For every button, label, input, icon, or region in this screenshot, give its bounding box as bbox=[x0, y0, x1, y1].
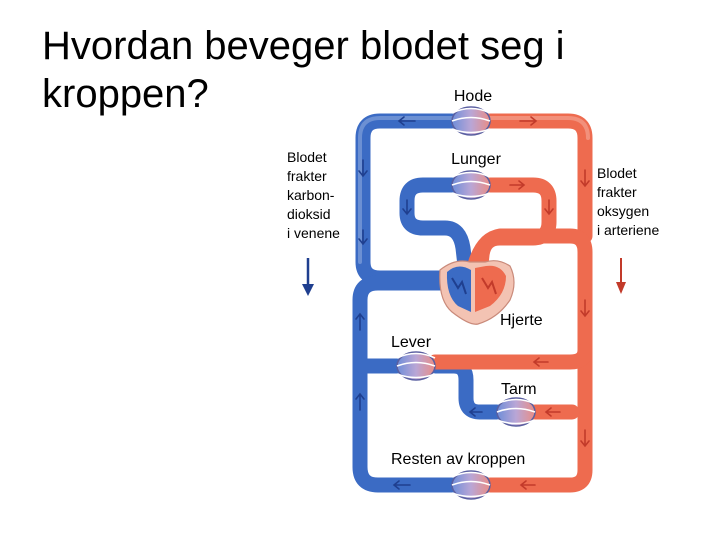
vein-lungs bbox=[399, 177, 476, 300]
heart bbox=[439, 260, 515, 325]
label-heart: Hjerte bbox=[500, 312, 543, 329]
vein-direction-arrow bbox=[302, 258, 314, 296]
capillary-rest-of-body bbox=[451, 470, 491, 500]
slide-title-line-2: kroppen? bbox=[42, 72, 209, 116]
left-note-line: karbon- bbox=[287, 187, 335, 203]
left-note-line: Blodet bbox=[287, 149, 327, 165]
label-head: Hode bbox=[454, 88, 492, 105]
capillary-liver bbox=[396, 351, 436, 381]
left-note-line: i venene bbox=[287, 225, 340, 241]
right-note-line: oksygen bbox=[597, 203, 649, 219]
slide-title: Hvordan beveger blodet seg i kroppen? bbox=[42, 22, 602, 118]
slide-title-line-1: Hvordan beveger blodet seg i bbox=[42, 24, 565, 68]
arteries bbox=[427, 113, 593, 493]
right-note-line: i arteriene bbox=[597, 222, 659, 238]
label-intestine: Tarm bbox=[501, 381, 537, 398]
left-note: Blodet frakter karbon- dioksid i venene bbox=[287, 149, 340, 241]
artery-liver bbox=[427, 342, 593, 370]
vein-trunk bbox=[352, 275, 463, 493]
label-rest-of-body: Resten av kroppen bbox=[391, 451, 525, 468]
label-lungs: Lunger bbox=[451, 151, 501, 168]
capillary-head bbox=[451, 106, 491, 136]
label-liver: Lever bbox=[391, 334, 432, 351]
capillary-intestine bbox=[496, 397, 536, 427]
right-note-line: frakter bbox=[597, 184, 637, 200]
artery-direction-arrow bbox=[616, 258, 626, 294]
artery-head bbox=[479, 113, 593, 244]
right-note: Blodet frakter oksygen i arteriene bbox=[597, 165, 659, 238]
left-note-line: dioksid bbox=[287, 206, 331, 222]
right-note-line: Blodet bbox=[597, 165, 637, 181]
capillary-lungs bbox=[451, 170, 491, 200]
artery-aorta bbox=[462, 228, 593, 493]
left-note-line: frakter bbox=[287, 168, 327, 184]
vein-intestine bbox=[427, 358, 506, 420]
flow-arrows bbox=[355, 116, 590, 490]
